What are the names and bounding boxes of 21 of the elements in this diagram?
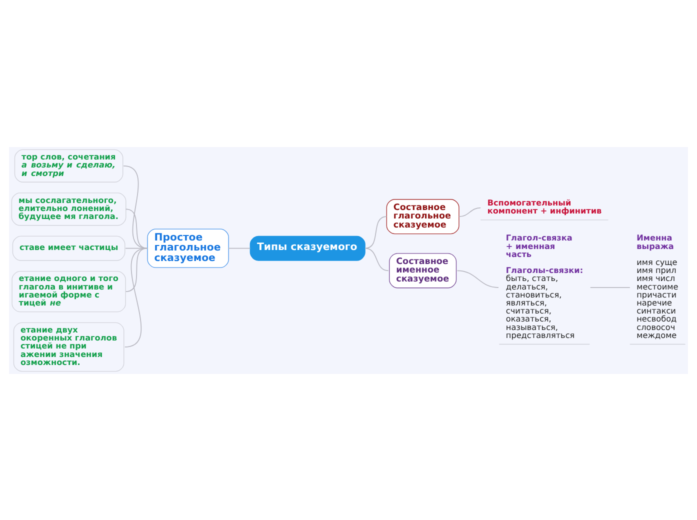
connector [125,208,148,248]
node-box: Типы сказуемого [250,235,366,260]
node-text: Глагол-связка + именная часть Глаголы-связки: быть, стать, делаться, становиться, являться, считаться, оказаться, называться, представляться [506,232,584,340]
connector [123,164,148,248]
connector [364,247,389,271]
connector [364,216,388,248]
connector [228,247,251,248]
connector [124,247,148,347]
node-box: Простое глагольное сказуемое [147,228,229,268]
node-box: тор слов, сочетания а возьму и сделаю, и смотри [14,148,124,182]
node-box: ставе имеет частицы [12,235,126,260]
node-text: Вспомогательный компонент + инфинитив [487,197,602,216]
connector [590,286,630,288]
node-box: Составное именное сказуемое [389,252,457,288]
node-box: етание двух окоренных глаголов стицей не при ажении значения озможности. [13,322,124,372]
connector [458,206,482,217]
connector [456,270,499,288]
node-box: мы сослагательного, елительно лонений, будущее мя глагола. [11,192,126,226]
node-text: Именна выража имя суще имя прил имя числ местоиме причасти наречие синтакси несвобод словосоч междоме [636,232,678,340]
node-box: етание одного и того глагола в инитиве и игаемой форме с тицей не [12,270,126,312]
node-box: Составное глагольное сказуемое [386,198,460,234]
